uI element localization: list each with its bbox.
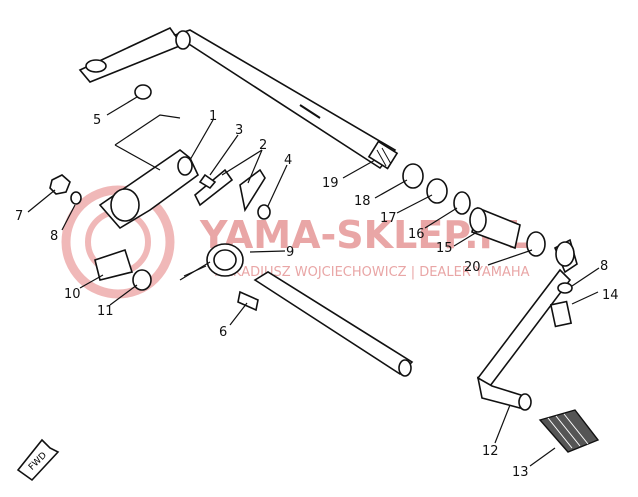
shift-pedal	[476, 238, 600, 453]
callout-13: 13	[512, 465, 529, 480]
callout-16: 16	[408, 227, 425, 242]
leader-lines	[27, 96, 600, 467]
watermark: YAMA-SKLEP.PL ARKADIUSZ WOJCIECHOWICZ | …	[61, 185, 531, 299]
callout-7: 7	[15, 209, 23, 224]
return-spring	[179, 243, 244, 281]
lower-rod	[237, 271, 414, 377]
pedal-rubber	[538, 409, 600, 453]
callout-19: 19	[322, 176, 339, 191]
callout-8-right: 8	[600, 259, 608, 274]
callout-12: 12	[482, 444, 499, 459]
callout-20: 20	[464, 260, 481, 275]
callout-labels: 1 2 3 4 5 6 7 8 9 10 11 12 13 14 15 16 1…	[15, 109, 619, 480]
callout-10: 10	[64, 287, 81, 302]
watermark-subtitle: ARKADIUSZ WOJCIECHOWICZ | DEALER YAMAHA	[215, 265, 530, 280]
callout-9: 9	[286, 245, 294, 260]
callout-18: 18	[354, 194, 371, 209]
callout-8: 8	[50, 229, 58, 244]
callout-4: 4	[284, 153, 292, 168]
shift-arm-assembly	[98, 149, 271, 230]
small-parts-left	[49, 84, 181, 291]
callout-15: 15	[436, 241, 453, 256]
shaft-end-parts	[402, 163, 546, 257]
shift-shaft-upper	[78, 26, 399, 170]
callout-3: 3	[235, 123, 243, 138]
callout-5: 5	[93, 113, 101, 128]
fwd-arrow: FWD	[16, 438, 60, 482]
callout-14: 14	[602, 288, 619, 303]
watermark-logo	[61, 185, 175, 299]
callout-1: 1	[209, 109, 217, 124]
callout-17: 17	[380, 211, 397, 226]
callout-2: 2	[259, 138, 267, 153]
callout-6: 6	[219, 325, 227, 340]
callout-11: 11	[97, 304, 114, 319]
